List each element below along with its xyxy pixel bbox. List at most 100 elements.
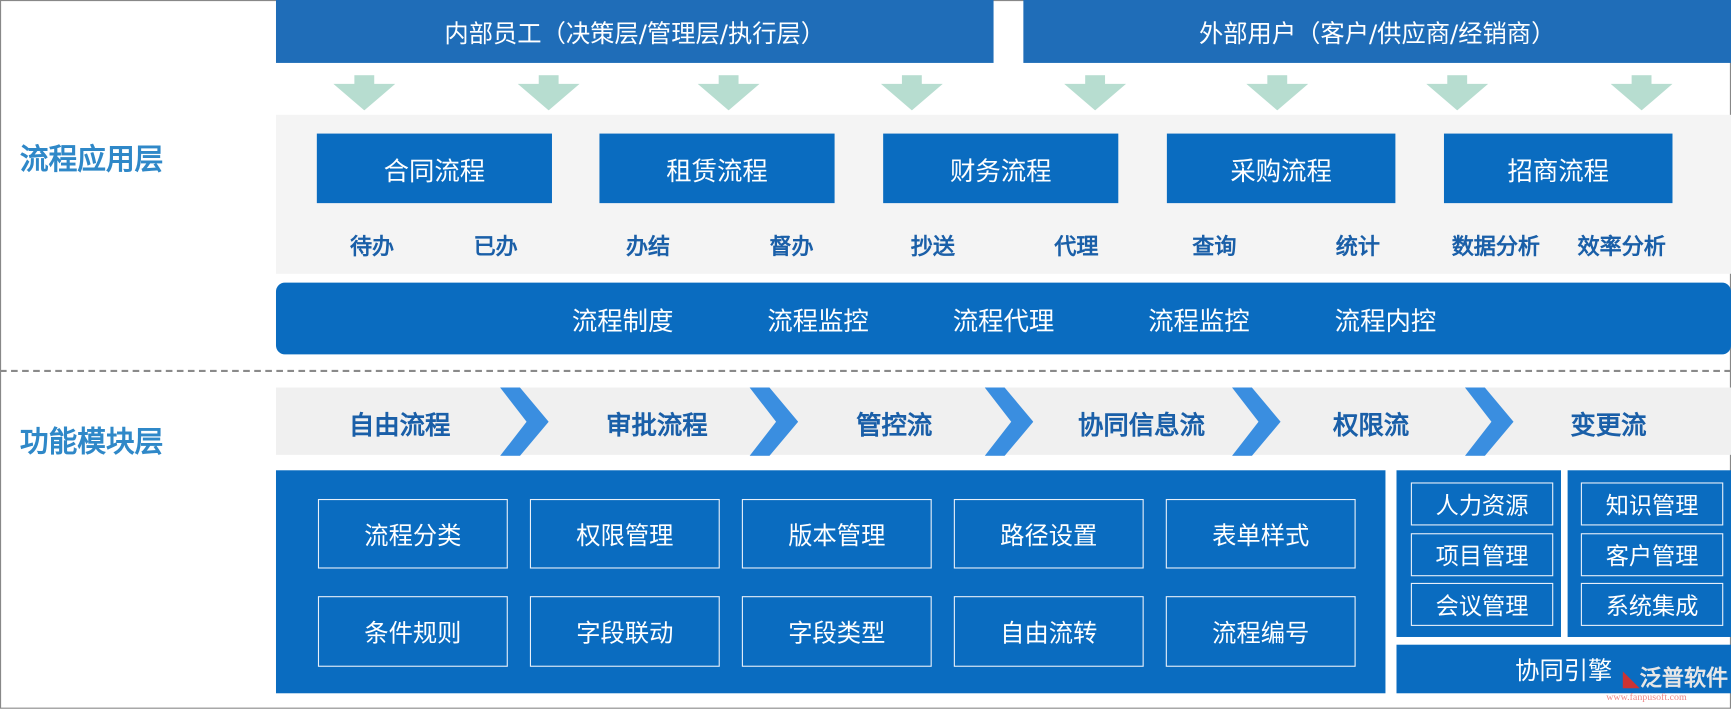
- layer-label-application: 流程应用层: [19, 143, 164, 177]
- chevron-step-label: 协同信息流: [1078, 411, 1205, 441]
- chevron-right-icon: [500, 387, 549, 456]
- side-module-box: 系统集成: [1580, 582, 1724, 626]
- module-box: 条件规则: [317, 596, 508, 667]
- flow-box: 合同流程: [316, 133, 552, 204]
- module-box: 字段类型: [741, 596, 932, 667]
- chevron-right-icon: [1464, 387, 1514, 456]
- side-module-box: 会议管理: [1410, 582, 1554, 626]
- control-item: 流程内控: [1335, 300, 1437, 338]
- module-box: 流程分类: [317, 498, 508, 569]
- modules-panel: [275, 470, 1386, 694]
- chevron-step-label: 自由流程: [348, 411, 451, 441]
- flow-sub-item: 统计: [1336, 229, 1380, 261]
- side-module-box: 客户管理: [1580, 533, 1724, 577]
- flow-sub-item-label: 已办: [473, 232, 518, 260]
- layer-label-function: 功能模块层: [19, 426, 164, 460]
- flow-sub-item-label: 效率分析: [1577, 232, 1666, 260]
- side-module-box: 项目管理: [1410, 533, 1554, 577]
- module-box-label: 版本管理: [788, 522, 886, 551]
- module-box: 流程编号: [1165, 596, 1356, 667]
- watermark-url: www.fanpusoft.com: [1606, 691, 1687, 703]
- module-box-label: 字段联动: [576, 620, 674, 649]
- flow-box: 招商流程: [1443, 133, 1673, 204]
- control-item: 流程监控: [1148, 300, 1250, 338]
- down-arrow-icon: [697, 75, 760, 111]
- side-module-box-label: 会议管理: [1435, 592, 1529, 619]
- side-panel-right: [1567, 470, 1731, 637]
- module-box-label: 流程分类: [364, 522, 462, 551]
- control-item-label: 流程代理: [952, 308, 1055, 337]
- control-item-label: 流程监控: [1148, 308, 1250, 337]
- module-box: 表单样式: [1165, 498, 1356, 569]
- chevron-right-icon: [1232, 387, 1281, 456]
- flow-box-label: 合同流程: [383, 157, 486, 187]
- side-module-box: 人力资源: [1410, 482, 1554, 526]
- chevron-step: 自由流程: [349, 404, 451, 442]
- flow-box-label: 招商流程: [1507, 157, 1610, 187]
- flow-sub-item: 代理: [1054, 229, 1098, 261]
- flow-sub-item: 办结: [626, 229, 670, 261]
- flow-sub-item: 查询: [1192, 229, 1236, 261]
- collaboration-engine: 协同引擎: [1396, 644, 1731, 694]
- module-box-label: 字段类型: [788, 620, 886, 649]
- flow-sub-item: 效率分析: [1578, 229, 1666, 261]
- chevron-right-icon: [749, 387, 799, 456]
- flow-box: 采购流程: [1166, 133, 1396, 204]
- watermark-brand: 泛普软件: [1639, 664, 1729, 692]
- chevron-step-label: 权限流: [1333, 411, 1410, 441]
- flow-box-label: 租赁流程: [666, 157, 768, 187]
- flow-sub-item-label: 督办: [769, 232, 814, 260]
- down-arrow-icon: [1064, 75, 1127, 111]
- side-module-box-label: 人力资源: [1435, 491, 1529, 519]
- flow-sub-item: 抄送: [911, 229, 955, 261]
- side-module-box-label: 知识管理: [1605, 491, 1699, 519]
- control-bar: [275, 282, 1731, 355]
- chevron-step-label: 审批流程: [606, 411, 708, 441]
- module-box: 权限管理: [529, 498, 720, 569]
- module-box-label: 流程编号: [1212, 620, 1310, 649]
- chevron-step: 审批流程: [606, 404, 708, 442]
- external-users-banner: 外部用户（客户/供应商/经销商）: [1023, 0, 1731, 63]
- flow-sub-item-label: 统计: [1335, 232, 1380, 260]
- flow-box: 财务流程: [883, 133, 1119, 204]
- down-arrow-icon: [517, 75, 580, 111]
- flow-sub-item: 待办: [350, 229, 394, 261]
- watermark-logo: ◣泛普软件: [1622, 664, 1729, 692]
- engine-label: 协同引擎: [1515, 657, 1613, 686]
- side-panel-left: [1396, 470, 1561, 637]
- side-module-box-label: 项目管理: [1435, 542, 1529, 570]
- flow-sub-item: 数据分析: [1452, 229, 1540, 261]
- down-arrow-icon: [1610, 75, 1673, 111]
- layer-divider: [0, 369, 1731, 373]
- flow-sub-item-label: 代理: [1054, 232, 1099, 260]
- control-item: 流程监控: [767, 300, 869, 338]
- chevron-step: 管控流: [856, 404, 932, 442]
- module-box: 版本管理: [741, 498, 932, 569]
- side-module-box-label: 客户管理: [1605, 542, 1699, 570]
- chevron-step-label: 变更流: [1570, 411, 1647, 441]
- chevron-step-label: 管控流: [856, 411, 933, 441]
- flow-sub-item-label: 数据分析: [1451, 232, 1541, 260]
- module-box-label: 路径设置: [1000, 522, 1098, 551]
- module-box-label: 权限管理: [576, 522, 674, 551]
- control-item: 流程代理: [953, 300, 1055, 338]
- down-arrow-icon: [333, 75, 396, 111]
- module-box-label: 条件规则: [364, 620, 462, 649]
- chevron-right-icon: [984, 387, 1034, 456]
- control-item-label: 流程内控: [1334, 308, 1437, 337]
- internal-users-label: 内部员工（决策层/管理层/执行层）: [444, 20, 826, 49]
- side-module-box-label: 系统集成: [1605, 592, 1699, 619]
- flow-box-label: 财务流程: [949, 157, 1052, 187]
- chevron-step: 变更流: [1570, 404, 1646, 442]
- flow-sub-item-label: 办结: [625, 232, 671, 260]
- module-box-label: 自由流转: [1000, 620, 1098, 649]
- flow-sub-item: 已办: [474, 229, 518, 261]
- flow-box: 租赁流程: [599, 133, 835, 204]
- flow-sub-item-label: 待办: [349, 232, 395, 260]
- module-box: 字段联动: [529, 596, 720, 667]
- flow-box-label: 采购流程: [1230, 157, 1332, 187]
- module-box-label: 表单样式: [1212, 522, 1310, 551]
- control-item: 流程制度: [572, 300, 674, 338]
- flow-sub-item: 督办: [769, 229, 813, 261]
- module-box: 自由流转: [953, 596, 1144, 667]
